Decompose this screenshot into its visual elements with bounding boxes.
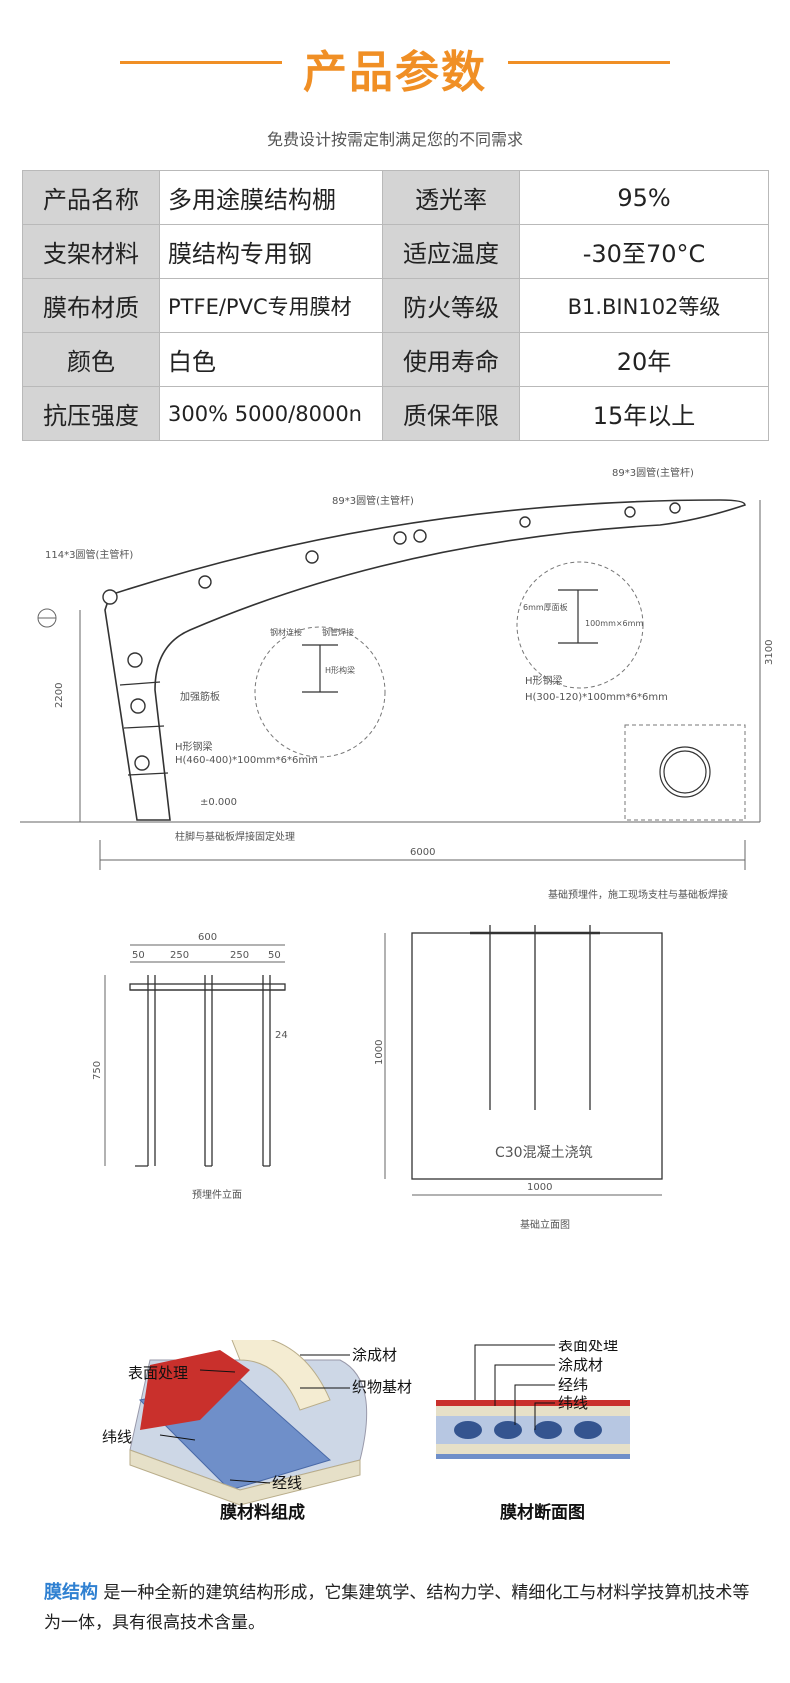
param-label: 适应温度 <box>382 224 520 279</box>
label-pipe-top-mid: 89*3圆管(主管杆) <box>332 494 414 507</box>
pipe-hole <box>413 529 427 543</box>
label-stiffener: 加强筋板 <box>180 690 220 703</box>
embed-part-drawing <box>104 944 286 1167</box>
embed-caption: 预埋件立面 <box>192 1188 242 1201</box>
label-h-steel-left: H形钢梁 <box>175 740 213 753</box>
pipe-hole <box>519 516 531 528</box>
detail-right-label-2: 100mm×6mm <box>585 619 643 628</box>
pipe-hole <box>393 531 407 545</box>
table-row: 膜布材质 PTFE/PVC专用膜材 防火等级 B1.BIN102等级 <box>22 278 769 333</box>
label-h-steel-right: H形钢梁 <box>525 674 563 687</box>
param-label: 颜色 <box>22 332 160 387</box>
detail-right-label-1: 6mm厚面板 <box>523 602 568 612</box>
param-label: 膜布材质 <box>22 278 160 333</box>
pipe-hole <box>134 755 150 771</box>
foundation-top-note: 基础预埋件，施工现场支柱与基础板焊接 <box>548 888 728 901</box>
pipe-hole <box>305 550 319 564</box>
dim-height-right: 3100 <box>764 640 775 665</box>
param-label: 透光率 <box>382 170 520 225</box>
param-label: 质保年限 <box>382 386 520 441</box>
membrane-layers: 表面处理 涂成材 织物基材 纬线 经线 膜材料组成 表面处理 涂成材 经纬 纬线… <box>102 1340 630 1523</box>
label-pipe-left: 114*3圆管(主管杆) <box>45 548 133 561</box>
param-value: 15年以上 <box>519 386 769 441</box>
embed-dim-height: 750 <box>92 1061 103 1080</box>
description-text: 是一种全新的建筑结构形成，它集建筑学、结构力学、精细化工与材料学技算机技术等为一… <box>44 1583 750 1633</box>
table-row: 抗压强度 300% 5000/8000n 质保年限 15年以上 <box>22 386 769 441</box>
detail-left-label-3: H形构梁 <box>325 665 355 675</box>
detail-box-pipe <box>624 724 746 821</box>
label-h-steel-right-spec: H(300-120)*100mm*6*6mm <box>525 692 668 703</box>
caption-composition: 膜材料组成 <box>220 1502 305 1523</box>
param-label: 使用寿命 <box>382 332 520 387</box>
embed-dim-4: 50 <box>268 950 281 961</box>
embed-dim-3: 250 <box>230 950 249 961</box>
foundation-dim-height: 1000 <box>374 1040 385 1065</box>
foundation-caption: 基础立面图 <box>520 1218 570 1231</box>
detail-left-label-2: 钢管焊接 <box>322 627 354 637</box>
pipe-hole <box>624 506 636 518</box>
membrane-description: 膜结构 是一种全新的建筑结构形成，它集建筑学、结构力学、精细化工与材料学技算机技… <box>44 1578 764 1638</box>
label-base-note: 柱脚与基础板焊接固定处理 <box>175 830 295 843</box>
dim-height-left: 2200 <box>54 683 65 708</box>
label-right-warp: 经纬 <box>558 1376 588 1394</box>
membrane-section-figure <box>436 1400 630 1459</box>
membrane-composition-figure <box>129 1340 368 1506</box>
embed-rod-label: 24 <box>275 1030 288 1041</box>
structural-drawing: 89*3圆管(主管杆) 89*3圆管(主管杆) 114*3圆管(主管杆) H形钢… <box>20 466 775 1231</box>
label-right-weft: 纬线 <box>558 1394 588 1412</box>
param-value: 20年 <box>519 332 769 387</box>
foundation-dim-width: 1000 <box>527 1182 552 1193</box>
pipe-hole <box>130 698 146 714</box>
param-value: 膜结构专用钢 <box>159 224 383 279</box>
foundation-drawing <box>384 925 663 1196</box>
label-left-coating: 涂成材 <box>352 1346 397 1364</box>
pipe-hole <box>102 589 118 605</box>
section-subtitle: 免费设计按需定制满足您的不同需求 <box>266 130 523 149</box>
embed-dim-1: 50 <box>132 950 145 961</box>
product-params-table: 产品名称 多用途膜结构棚 透光率 95% 支架材料 膜结构专用钢 适应温度 -3… <box>22 170 769 441</box>
label-right-coating: 涂成材 <box>558 1356 603 1374</box>
label-elevation: ±0.000 <box>200 797 237 808</box>
label-left-warp: 经线 <box>272 1474 302 1492</box>
label-pipe-top-right: 89*3圆管(主管杆) <box>612 466 694 479</box>
label-left-weft: 纬线 <box>102 1428 132 1446</box>
caption-section: 膜材断面图 <box>500 1502 585 1523</box>
section-title: 产品参数 <box>303 47 487 98</box>
table-row: 颜色 白色 使用寿命 20年 <box>22 332 769 387</box>
title-divider-left <box>120 61 282 64</box>
detail-circle-left <box>254 626 386 758</box>
param-value: B1.BIN102等级 <box>519 278 769 333</box>
label-left-fabric: 织物基材 <box>352 1378 412 1396</box>
table-row: 支架材料 膜结构专用钢 适应温度 -30至70°C <box>22 224 769 279</box>
param-value: 95% <box>519 170 769 225</box>
detail-circle-right <box>516 561 644 689</box>
pipe-hole <box>127 652 143 668</box>
dim-span: 6000 <box>410 847 435 858</box>
description-highlight: 膜结构 <box>44 1582 98 1603</box>
detail-left-label-1: 钢材连接 <box>270 627 302 637</box>
param-value: 多用途膜结构棚 <box>159 170 383 225</box>
label-left-surface: 表面处理 <box>128 1364 188 1382</box>
param-value: 白色 <box>159 332 383 387</box>
param-label: 产品名称 <box>22 170 160 225</box>
param-label: 抗压强度 <box>22 386 160 441</box>
foundation-concrete-label: C30混凝土浇筑 <box>495 1145 593 1161</box>
label-right-surface: 表面处理 <box>558 1340 618 1354</box>
coating-layer <box>231 1340 331 1411</box>
surface-layer <box>140 1350 250 1430</box>
embed-dim-width: 600 <box>198 932 217 943</box>
pipe-hole <box>669 502 681 514</box>
table-row: 产品名称 多用途膜结构棚 透光率 95% <box>22 170 769 225</box>
embed-dim-2: 250 <box>170 950 189 961</box>
canopy-arm-outline <box>104 499 746 821</box>
param-label: 防火等级 <box>382 278 520 333</box>
param-value: -30至70°C <box>519 224 769 279</box>
param-label: 支架材料 <box>22 224 160 279</box>
section-header: 产品参数 免费设计按需定制满足您的不同需求 <box>0 0 790 160</box>
param-value: 300% 5000/8000n <box>159 386 383 441</box>
param-value: PTFE/PVC专用膜材 <box>159 278 383 333</box>
label-h-steel-left-spec: H(460-400)*100mm*6*6mm <box>175 755 318 766</box>
title-divider-right <box>508 61 670 64</box>
pipe-hole <box>198 575 212 589</box>
